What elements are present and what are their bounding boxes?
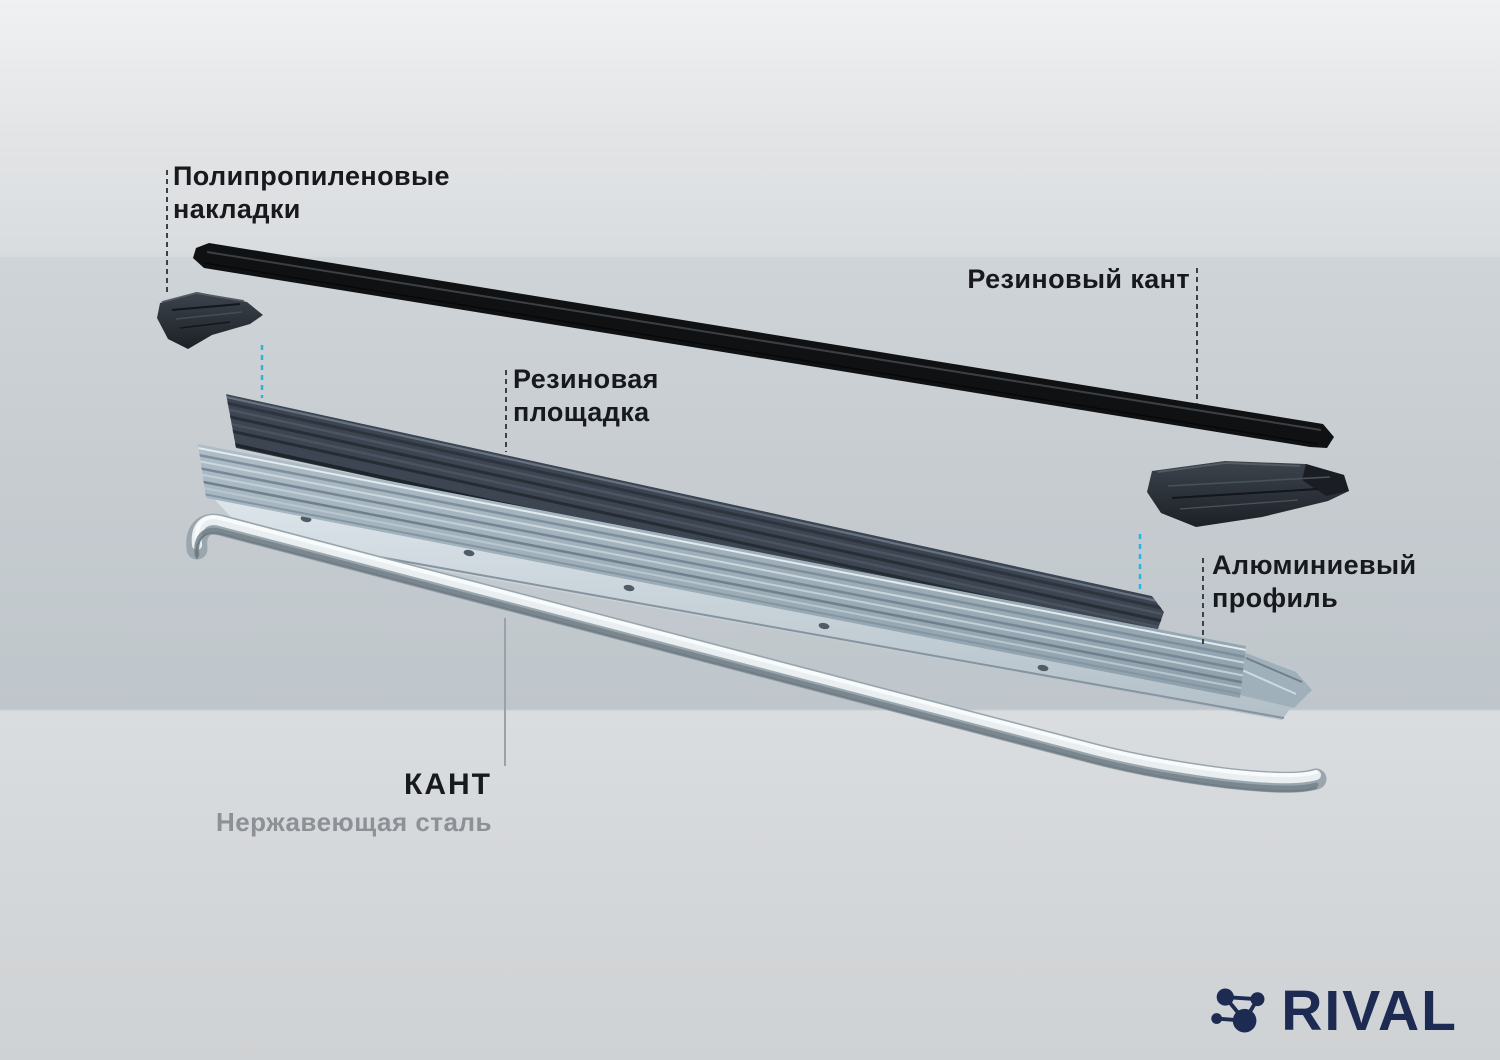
label-kant-subtitle: Нержавеющая сталь (215, 807, 492, 837)
label-rubber-platform-line1: Резиновая (513, 364, 659, 394)
stainless-steel-edge (186, 513, 1327, 793)
label-aluminum-profile-line1: Алюминиевый (1212, 550, 1417, 580)
rival-logo: RIVAL (1203, 982, 1458, 1040)
label-polypropylene-pads: Полипропиленовые накладки (173, 160, 450, 226)
rival-logo-text: RIVAL (1281, 978, 1458, 1043)
accent-leader-lines (260, 345, 1142, 592)
polypropylene-pad-right (1147, 461, 1349, 527)
rubber-edge-strip (193, 243, 1334, 448)
leader-lines (166, 170, 1204, 645)
aluminum-profile (198, 444, 1312, 720)
label-aluminum-profile: Алюминиевый профиль (1212, 549, 1417, 615)
polypropylene-pad-left (157, 292, 263, 349)
label-aluminum-profile-line2: профиль (1212, 583, 1339, 613)
label-polypropylene-line1: Полипропиленовые (173, 161, 450, 191)
label-rubber-edge: Резиновый кант (967, 264, 1190, 294)
label-kant-block: КАНТ Нержавеющая сталь (160, 768, 492, 838)
label-polypropylene-line2: накладки (173, 194, 301, 224)
label-kant-title: КАНТ (404, 768, 492, 801)
label-rubber-platform-line2: площадка (513, 397, 650, 427)
rival-logo-icon (1211, 988, 1265, 1033)
label-rubber-platform: Резиновая площадка (513, 363, 659, 429)
